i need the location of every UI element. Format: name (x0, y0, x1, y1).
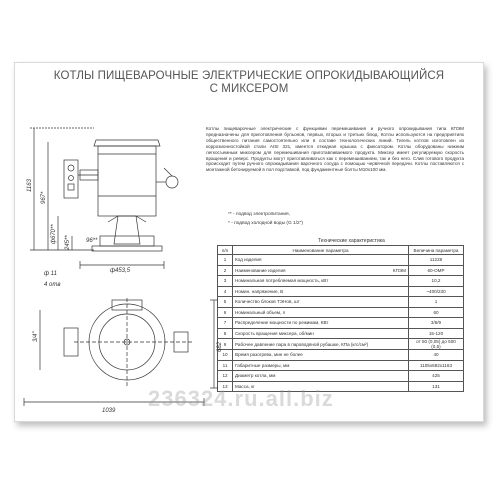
parameter-name: Код изделия (235, 257, 262, 263)
note-water: * - подвод холодной воды (G 1/2") (228, 221, 303, 226)
title-line-1: КОТЛЫ ПИЩЕВАРОЧНЫЕ ЭЛЕКТРИЧЕСКИЕ ОПРОКИД… (53, 70, 445, 82)
parameter-name: Габаритные размеры, мм (235, 362, 290, 368)
row-parameter: Наименование изделия КПЭМ (232, 264, 409, 276)
top-view-gear (173, 331, 189, 353)
row-parameter: Распределение мощности по режимам, КВт (232, 317, 409, 329)
parameter-name: Количество блоков ТЭНов, шт (235, 299, 300, 305)
tilt-gear (165, 175, 179, 189)
row-value: 11228 (408, 254, 464, 266)
kettle-lid (93, 139, 161, 147)
parameter-name: Номинальный объем, л (235, 309, 286, 315)
parameter-name: Время разогрева, мин не более (235, 352, 303, 358)
specs-table: п/п Наименование параметра Величина пара… (217, 245, 464, 392)
specs-header-row: п/п Наименование параметра Величина пара… (217, 245, 464, 255)
row-value: 60-ОМР (408, 264, 464, 276)
dim-4otv: 4 отв (44, 282, 60, 288)
row-value: 3/6/9 (408, 317, 464, 329)
row-value: от 50 (0,05) до 500 (0,5) (408, 338, 464, 350)
row-value: 15-120 (408, 327, 464, 339)
row-parameter: Время разогрева, мин не более (232, 349, 409, 361)
row-parameter: Диаметр котла, мм (232, 370, 409, 382)
dim-453: ф453,5 (110, 268, 131, 274)
row-value: 131 (408, 380, 464, 392)
header-value: Величина параметра (408, 245, 464, 255)
dim-682: 682 (217, 341, 223, 352)
row-parameter: Код изделия (232, 254, 409, 266)
parameter-name: Масса, кг (235, 383, 255, 389)
note-power: ** - подвод электропитания, (228, 212, 290, 217)
tech-specs-title: Технические характеристика (318, 238, 385, 244)
row-parameter: Количество блоков ТЭНов, шт (232, 296, 409, 308)
kettle-body (97, 145, 157, 217)
parameter-name: Номинальная потребляемая мощность, кВт (235, 278, 329, 284)
row-parameter: Номинальная потребляемая мощность, кВт (232, 275, 409, 287)
parameter-name: Наименование изделия (235, 267, 286, 273)
control-panel (63, 159, 79, 199)
dim-96: 96** (86, 238, 98, 244)
kettle-stand (113, 215, 141, 245)
document-title: КОТЛЫ ПИЩЕВАРОЧНЫЕ ЭЛЕКТРИЧЕСКИЕ ОПРОКИД… (44, 70, 454, 96)
row-value: ~400/230 (408, 285, 464, 297)
row-parameter: Габаритные размеры, мм (232, 359, 409, 371)
parameter-name: Скорость вращения миксера, об/мин (235, 330, 314, 336)
row-value: 40 (408, 349, 464, 361)
row-value: 60 (408, 306, 464, 318)
product-description: Котлы пищеварочные электрические с функц… (206, 126, 464, 173)
row-parameter: Рабочее давление пара в пароводяной руба… (232, 338, 409, 350)
dim-245: 245** (65, 235, 71, 251)
parameter-unit: КПЭМ (392, 267, 406, 273)
technical-drawing: 1163 967* ф670** 245** 96** ф 11 4 отв ф… (23, 127, 223, 414)
watermark: 236324.ru.all.biz (148, 386, 334, 411)
parameter-name: Номин. напряжение, В (235, 288, 284, 294)
top-view-control (63, 327, 79, 357)
dim-11: ф 11 (44, 271, 57, 277)
dim-1163: 1163 (27, 178, 33, 192)
row-value: 1 (408, 296, 464, 308)
dim-967: 967* (41, 191, 47, 204)
title-line-2: С МИКСЕРОМ (209, 83, 289, 95)
parameter-name: Распределение мощности по режимам, КВт (235, 320, 329, 326)
row-value: 10,2 (408, 275, 464, 287)
row-parameter: Номинальный объем, л (232, 306, 409, 318)
row-value: 1105х682х1163 (408, 359, 464, 371)
dim-670: ф670** (51, 224, 57, 244)
dim-1039: 1039 (102, 408, 116, 414)
row-value: 425 (408, 370, 464, 382)
parameter-name: Диаметр котла, мм (235, 373, 276, 379)
row-parameter: Номин. напряжение, В (232, 285, 409, 297)
row-parameter: Скорость вращения миксера, об/мин (232, 327, 409, 339)
parameter-name: Рабочее давление пара в пароводяной руба… (235, 341, 369, 347)
dim-3-4: 3/4" (33, 331, 39, 342)
header-name: Наименование параметра (232, 245, 409, 255)
